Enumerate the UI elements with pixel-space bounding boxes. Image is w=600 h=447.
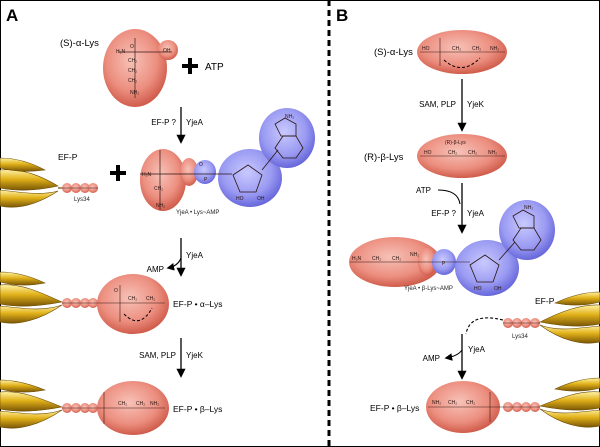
svg-text:CH₂: CH₂ xyxy=(128,78,137,84)
beta-lys-inner-label: (R)-β-Lys xyxy=(445,140,466,146)
svg-text:CH₂: CH₂ xyxy=(154,186,163,192)
svg-text:CH₂: CH₂ xyxy=(146,296,155,302)
panel-b: (S)-α-Lys HO CH₂ CH₂ NH₂ SAM, PLP YjeK (… xyxy=(349,30,600,433)
svg-text:NH₂: NH₂ xyxy=(410,252,419,258)
svg-text:CH₂: CH₂ xyxy=(372,256,381,262)
panel-letter-a: A xyxy=(6,6,18,25)
arrow-b1-left-label: SAM, PLP xyxy=(419,100,456,109)
svg-text:NH₂: NH₂ xyxy=(490,46,499,52)
arrow-b3-branch xyxy=(444,349,463,361)
arrow-a2-branch xyxy=(166,257,182,271)
alpha-lys-label-b: (S)-α-Lys xyxy=(374,47,413,58)
svg-text:NH₂: NH₂ xyxy=(150,401,159,407)
svg-text:CH₂: CH₂ xyxy=(128,296,137,302)
arrow-b2-atp-curve xyxy=(437,189,461,205)
svg-text:CH₂: CH₂ xyxy=(448,150,457,156)
svg-text:HO: HO xyxy=(236,196,244,202)
svg-text:P: P xyxy=(442,261,446,267)
efp-protein-a2 xyxy=(0,271,63,324)
arrow-b3-left-label: AMP xyxy=(423,354,440,363)
arrow-a2-right-label: YjeA xyxy=(186,251,204,260)
atp-label-a: ATP xyxy=(205,62,224,73)
beta-lys-label-b: (R)-β-Lys xyxy=(364,152,404,163)
efp-protein-b1 xyxy=(539,291,600,344)
product1-label-a: EF-P • α–Lys xyxy=(173,299,222,309)
svg-text:HO: HO xyxy=(424,150,432,156)
svg-text:P: P xyxy=(204,177,208,183)
svg-text:NH₂: NH₂ xyxy=(285,114,294,120)
efp-label-a: EF-P xyxy=(58,152,78,162)
lys34-chain-a2: O CH₂ CH₂ xyxy=(62,274,169,334)
svg-text:OH: OH xyxy=(257,196,265,202)
alpha-lys-label: (S)-α-Lys xyxy=(60,38,99,49)
svg-text:CH₂: CH₂ xyxy=(128,68,137,74)
svg-text:NH₂: NH₂ xyxy=(156,203,165,209)
efp-protein-a3 xyxy=(0,379,64,429)
svg-text:NH₂: NH₂ xyxy=(524,205,533,211)
arrow-b2-right-label: YjeA xyxy=(467,209,485,218)
lys34-chain-a1 xyxy=(62,183,98,193)
svg-text:CH₂: CH₂ xyxy=(128,58,137,64)
lys34-chain-b1 xyxy=(503,318,540,328)
arrow-a2-left-label: AMP xyxy=(147,265,164,274)
svg-text:CH₂: CH₂ xyxy=(118,401,127,407)
lys34-label-b: Lys34 xyxy=(512,334,528,340)
arrow-b1-right-label: YjeK xyxy=(467,100,485,109)
svg-text:OH: OH xyxy=(163,48,171,54)
svg-text:NH₂: NH₂ xyxy=(432,400,441,406)
arrow-b3-right-label: YjeA xyxy=(468,345,486,354)
svg-text:H₂N: H₂N xyxy=(116,49,126,55)
svg-text:CH₂: CH₂ xyxy=(452,46,461,52)
panel-a: (S)-α-Lys H₂N O CH₂ CH₂ CH₂ NH₂ OH ATP E… xyxy=(0,29,315,435)
arrow-b2-left-label: EF-P ? xyxy=(431,209,456,218)
svg-text:CH₂: CH₂ xyxy=(392,256,401,262)
svg-text:O: O xyxy=(199,162,203,168)
product2-label-a: EF-P • β–Lys xyxy=(173,404,222,414)
arrow-a1-left-label: EF-P ? xyxy=(151,118,176,127)
intermediate-label-b: YjeA • β-Lys~AMP xyxy=(404,286,453,292)
svg-text:HO: HO xyxy=(474,286,482,292)
svg-text:H₂N: H₂N xyxy=(352,256,362,262)
atp-label-b: ATP xyxy=(416,186,431,195)
efp-label-b: EF-P xyxy=(535,296,555,306)
svg-text:CH₂: CH₂ xyxy=(448,400,457,406)
arrow-a3-left-label: SAM, PLP xyxy=(139,351,176,360)
arrow-a1-right-label: YjeA xyxy=(186,118,204,127)
svg-text:CH₂: CH₂ xyxy=(136,401,145,407)
plus-sign-a2 xyxy=(110,165,126,181)
efp-protein-a1 xyxy=(0,157,62,208)
lys34-chain-a3: CH₂ CH₂ NH₂ xyxy=(62,381,169,435)
alpha-lys-molecule-b: HO CH₂ CH₂ NH₂ xyxy=(417,30,507,74)
intermediate-label-a: YjeA • Lys~AMP xyxy=(176,210,219,216)
lys34-attach-curve xyxy=(465,317,504,335)
svg-text:CH₂: CH₂ xyxy=(466,400,475,406)
svg-text:CH₂: CH₂ xyxy=(468,150,477,156)
lys-amp-intermediate-a: H₂N CH₂ NH₂ O P NH₂ HO OH xyxy=(140,108,315,211)
lys34-label-a: Lys34 xyxy=(74,197,90,203)
arrow-a3-right-label: YjeK xyxy=(186,351,204,360)
svg-text:HO: HO xyxy=(422,46,430,52)
svg-text:NH₂: NH₂ xyxy=(130,90,139,96)
beta-lys-molecule-b: (R)-β-Lys HO CH₂ CH₂ NH₂ xyxy=(417,134,507,178)
svg-text:H₂N: H₂N xyxy=(142,172,152,178)
beta-lys-amp-intermediate-b: H₂N CH₂ CH₂ NH₂ P NH₂ HO OH xyxy=(349,200,555,296)
svg-text:OH: OH xyxy=(494,286,502,292)
svg-text:NH₂: NH₂ xyxy=(488,150,497,156)
alpha-lys-molecule: H₂N O CH₂ CH₂ CH₂ NH₂ OH xyxy=(103,29,178,107)
lys34-chain-b2: NH₂ CH₂ CH₂ xyxy=(426,381,540,433)
product-label-b: EF-P • β–Lys xyxy=(370,403,419,413)
efp-protein-b2 xyxy=(538,377,600,428)
plus-sign-a1 xyxy=(182,58,198,74)
svg-text:CH₂: CH₂ xyxy=(472,46,481,52)
lys-carboxyl-blob xyxy=(158,40,178,60)
panel-letter-b: B xyxy=(336,6,348,25)
svg-text:O: O xyxy=(114,288,118,294)
svg-text:O: O xyxy=(130,44,134,50)
